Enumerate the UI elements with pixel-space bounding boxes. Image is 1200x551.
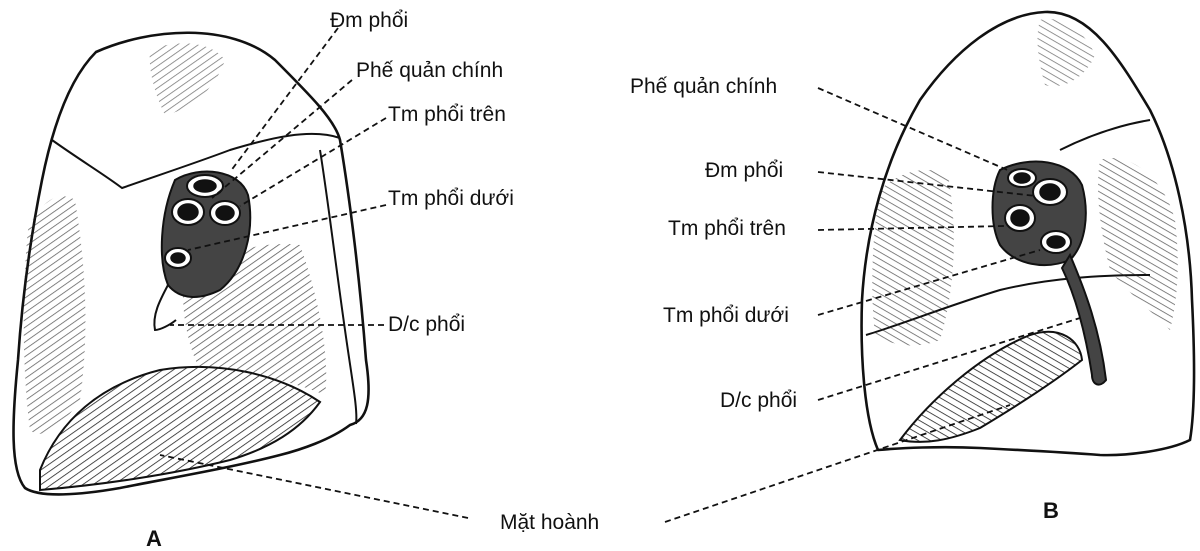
label-diaphragmatic-surface: Mặt hoành [500,512,599,533]
lung-a [14,28,468,518]
label-b-inferior-vein: Tm phổi dưới [663,305,789,326]
lung-b-side-shade [872,170,954,345]
label-b-pulmonary-artery: Đm phổi [705,160,783,181]
label-a-superior-vein: Tm phổi trên [388,104,506,125]
label-b-ligament: D/c phổi [720,390,797,411]
label-b-superior-vein: Tm phổi trên [668,218,786,239]
panel-a-letter: A [146,528,162,550]
label-a-inferior-vein: Tm phổi dưới [388,188,514,209]
lung-a-side-shade [24,196,86,434]
label-a-ligament: D/c phổi [388,314,465,335]
panel-b-letter: B [1043,500,1059,522]
label-b-main-bronchus: Phế quản chính [630,76,777,97]
label-a-pulmonary-artery: Đm phổi [330,10,408,31]
label-a-main-bronchus: Phế quản chính [356,60,503,81]
